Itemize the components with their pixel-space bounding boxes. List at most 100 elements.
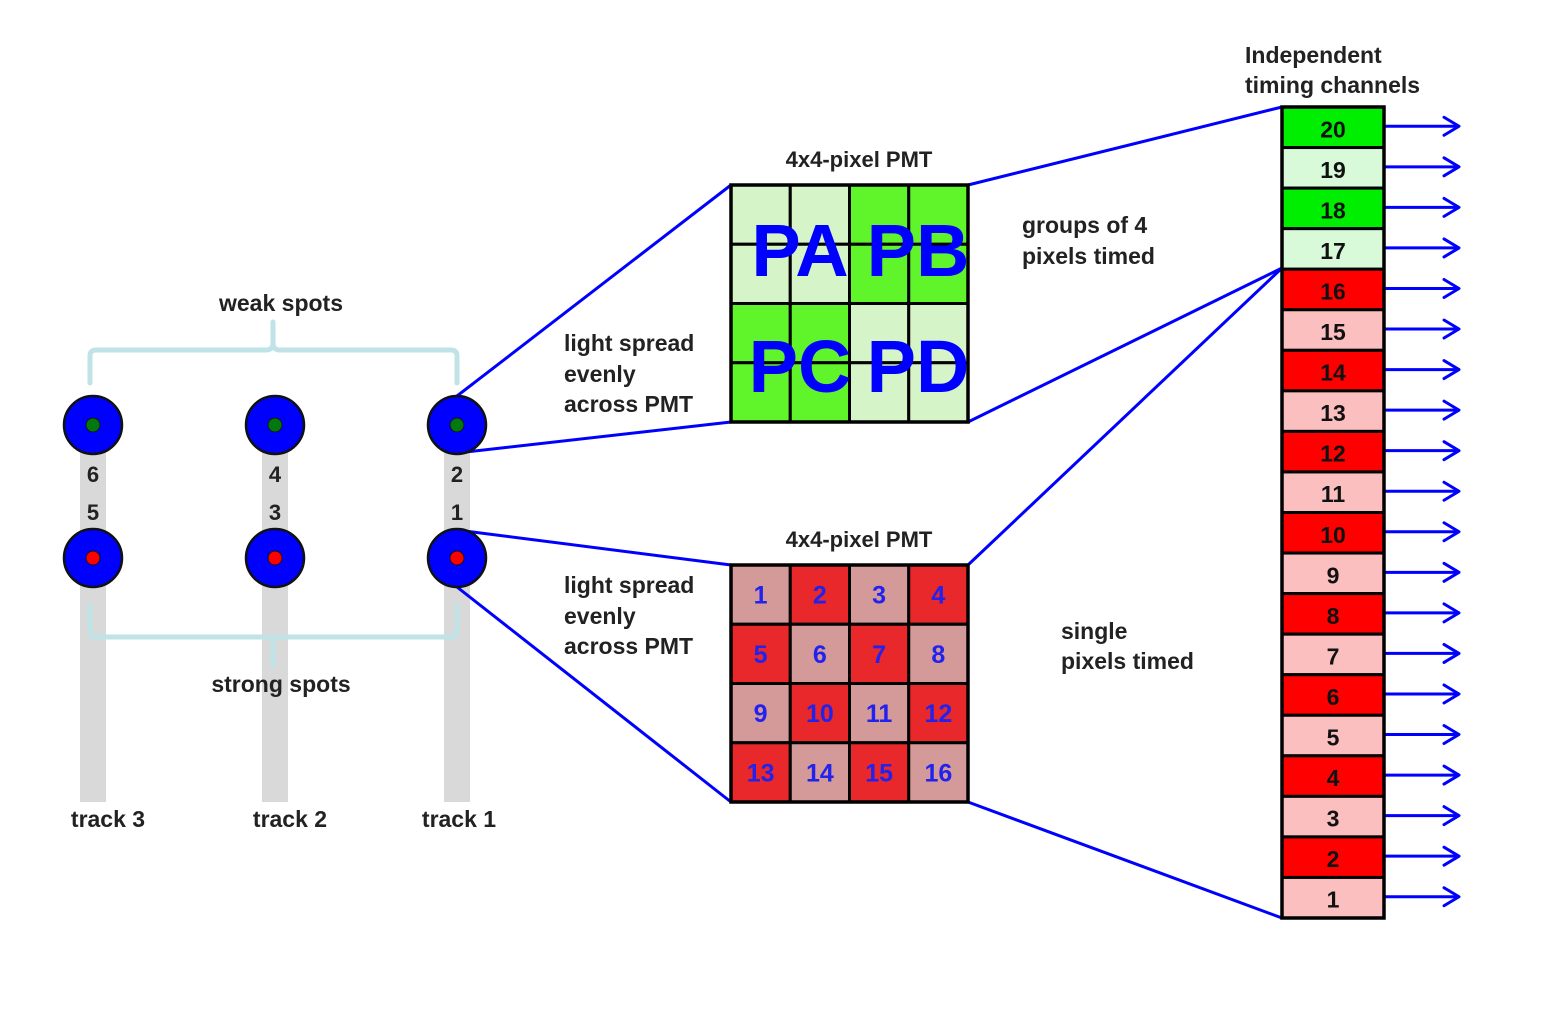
connector-pmt-top-channels-b	[967, 266, 1283, 424]
timing-channel-label: 14	[1320, 360, 1346, 386]
track-label-1: track 1	[422, 806, 496, 832]
pmt-pixel	[788, 183, 851, 246]
pmt-pixel-number: 5	[754, 641, 768, 669]
track-labels: track 3 track 2 track 1	[71, 806, 496, 832]
timing-channel-label: 20	[1320, 116, 1346, 142]
connector-lines	[456, 105, 1284, 920]
spots	[62, 394, 488, 589]
annotation-line: groups of 4	[1022, 212, 1147, 238]
timing-channel-label: 4	[1327, 765, 1340, 791]
spot-weak-track1	[426, 394, 488, 456]
pmt-frame	[729, 183, 970, 424]
connector-pmt-top-channels-a	[967, 105, 1283, 187]
spot-number: 1	[451, 500, 463, 525]
spot-number: 3	[269, 500, 281, 525]
annotation-line: pixels timed	[1022, 243, 1155, 269]
group-label-pb: PB	[867, 209, 970, 292]
timing-channel-label: 9	[1327, 562, 1340, 588]
output-arrow-icon	[1382, 845, 1461, 867]
output-arrow-icon	[1382, 764, 1461, 786]
output-arrow-icon	[1382, 480, 1461, 502]
channels-title-line: timing channels	[1245, 72, 1420, 98]
output-arrow-icon	[1382, 602, 1461, 624]
pmt-pixel-number: 9	[754, 700, 768, 728]
output-arrow-icon	[1382, 642, 1461, 664]
annotation-line: single	[1061, 618, 1127, 644]
pmt-top-title: 4x4-pixel PMT	[786, 147, 933, 172]
pmt-pixel	[729, 741, 792, 804]
pmt-pixel-number: 10	[806, 700, 834, 728]
pmt-bottom-side-note: light spread evenly across PMT	[564, 572, 694, 659]
output-arrow-icon	[1382, 196, 1461, 218]
side-note-line: across PMT	[564, 391, 693, 417]
connector-pmt-bottom-channels-a	[966, 266, 1284, 567]
pmt-pixel-number: 2	[813, 582, 827, 610]
output-arrow-icon	[1382, 237, 1461, 259]
output-arrow-icon	[1382, 724, 1461, 746]
spot-weak-track2	[244, 394, 306, 456]
output-arrow-icon	[1382, 359, 1461, 381]
spot-number: 2	[451, 462, 463, 487]
pmt-pixel-number: 14	[806, 759, 834, 787]
strong-spots-brace	[87, 603, 460, 669]
timing-channel-label: 18	[1320, 197, 1346, 223]
pmt-top-annotation: groups of 4 pixels timed	[1022, 212, 1155, 269]
spot-number: 5	[87, 500, 99, 525]
pmt-pixel-number: 12	[924, 700, 952, 728]
spot-strong-track1	[426, 527, 488, 589]
connector-spot1-pmt-bottom-b	[456, 585, 732, 804]
timing-channel-label: 1	[1327, 887, 1340, 913]
connector-spot2-pmt-top-b	[456, 420, 732, 455]
timing-channel-label: 11	[1321, 481, 1346, 507]
timing-channel-label: 15	[1320, 319, 1346, 345]
pmt-pixel-number: 3	[872, 582, 886, 610]
timing-channel-label: 10	[1320, 522, 1346, 548]
side-note-line: evenly	[564, 361, 636, 387]
pmt-pixel	[848, 741, 911, 804]
spot-number: 6	[87, 462, 99, 487]
spot-weak-track3	[62, 394, 124, 456]
track-bar-2	[262, 430, 288, 802]
connector-spot2-pmt-top-a	[456, 183, 732, 398]
pmt-top-side-note: light spread evenly across PMT	[564, 330, 694, 417]
pmt-pixel-number: 1	[754, 582, 768, 610]
channel-stack-frame	[1280, 105, 1386, 920]
strong-spots-label: strong spots	[211, 671, 350, 697]
pmt-pixel	[788, 741, 851, 804]
pmt-pixel	[907, 361, 970, 424]
pmt-pixel	[729, 242, 792, 305]
pmt-bottom-annotation: single pixels timed	[1061, 618, 1194, 674]
timing-channel-label: 6	[1327, 684, 1340, 710]
tracks	[80, 430, 470, 802]
output-arrow-icon	[1382, 440, 1461, 462]
pmt-pixel-number: 7	[872, 641, 886, 669]
pmt-pixel-number: 6	[813, 641, 827, 669]
track-label-2: track 2	[253, 806, 327, 832]
timing-channel-label: 2	[1327, 846, 1340, 872]
side-note-line: light spread	[564, 572, 694, 598]
spot-strong-track2	[244, 527, 306, 589]
timing-channel-10	[1280, 511, 1386, 555]
output-arrow-icon	[1382, 683, 1461, 705]
timing-channel-label: 13	[1320, 400, 1346, 426]
output-arrow-icon	[1382, 521, 1461, 543]
output-arrow-icon	[1382, 886, 1461, 908]
timing-channel-label: 7	[1327, 643, 1340, 669]
pmt-bottom-title: 4x4-pixel PMT	[786, 527, 933, 552]
pmt-pixel	[907, 302, 970, 365]
spot-number: 4	[269, 462, 282, 487]
group-label-pa: PA	[751, 209, 848, 292]
pmt-pixel-number: 8	[931, 641, 945, 669]
output-arrow-icon	[1382, 277, 1461, 299]
timing-channel-label: 12	[1320, 441, 1346, 467]
spot-strong-track3	[62, 527, 124, 589]
timing-channel-label: 8	[1327, 603, 1340, 629]
connector-pmt-bottom-channels-b	[967, 800, 1283, 920]
timing-channel-16	[1280, 267, 1386, 312]
annotation-line: pixels timed	[1061, 648, 1194, 674]
group-label-pd: PD	[867, 325, 970, 408]
connector-spot1-pmt-bottom-a	[456, 528, 732, 567]
timing-channel-label: 3	[1327, 806, 1340, 832]
output-arrow-icon	[1382, 805, 1461, 827]
